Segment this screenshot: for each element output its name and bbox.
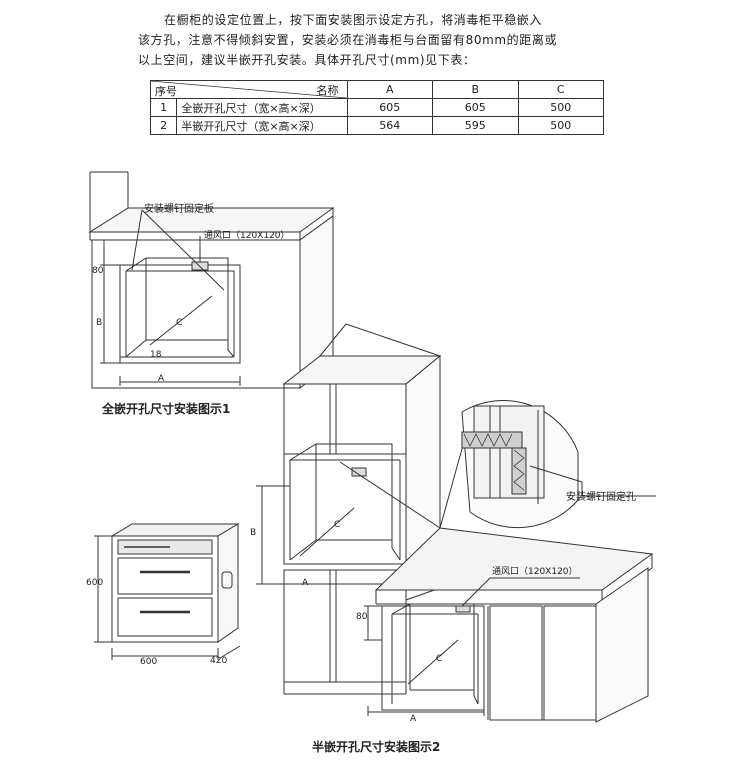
product-disinfection-cabinet (94, 523, 241, 660)
row-name: 半嵌开孔尺寸（宽×高×深） (176, 116, 348, 135)
row-b: 605 (432, 98, 519, 117)
cutout-size-table: 序号 名称 A B C 1 全嵌开孔尺寸（宽×高×深） 605 605 500 … (149, 80, 604, 135)
figure2-cabinets (256, 323, 654, 723)
header-index: 序号 (155, 85, 177, 98)
table-row: 1 全嵌开孔尺寸（宽×高×深） 605 605 500 (149, 98, 604, 117)
intro-text: 在橱柜的设定位置上，按下面安装图示设定方孔，将消毒柜平稳嵌入 该方孔，注意不得倾… (138, 10, 618, 70)
fig2-dim-b: B (250, 528, 257, 538)
fig2-screw-hole-label: 安装螺钉固定孔 (566, 492, 636, 503)
table-header-row: 序号 名称 A B C (150, 80, 604, 99)
row-b: 595 (432, 116, 519, 135)
fig2-dim-a2: A (410, 714, 417, 724)
fig2-dim-a: A (302, 578, 309, 588)
fig2-dim-c: C (334, 520, 341, 530)
fig1-dim-b: B (96, 318, 103, 328)
figure1-cabinet (88, 171, 335, 390)
detail-magnifier (461, 400, 656, 529)
fig1-vent-label: 通风口（120X120） (204, 231, 290, 241)
fig2-dim-c2: C (436, 654, 443, 664)
header-diagonal (151, 81, 347, 98)
table-header-index-name: 序号 名称 (150, 80, 348, 99)
row-c: 500 (517, 116, 604, 135)
fig1-dim-18: 18 (150, 350, 162, 360)
table-row: 2 半嵌开孔尺寸（宽×高×深） 564 595 500 (149, 116, 604, 135)
fig1-dim-80: 80 (92, 266, 104, 276)
intro-line-3: 以上空间，建议半嵌开孔安装。具体开孔尺寸(mm)见下表： (138, 53, 476, 67)
fig1-dim-c: C (176, 318, 183, 328)
intro-line-1: 在橱柜的设定位置上，按下面安装图示设定方孔，将消毒柜平稳嵌入 (164, 13, 543, 27)
fig2-vent-label: 通风口（120X120） (492, 567, 578, 577)
row-index: 2 (149, 116, 178, 135)
fig1-screw-plate-label: 安装螺钉固定板 (144, 204, 214, 215)
fig1-dim-a: A (158, 374, 165, 384)
row-a: 564 (346, 116, 434, 135)
row-c: 500 (517, 98, 604, 117)
fig1-caption: 全嵌开孔尺寸安装图示1 (102, 402, 231, 416)
header-name: 名称 (316, 84, 339, 97)
fig2-caption: 半嵌开孔尺寸安装图示2 (312, 740, 441, 754)
product-dim-height: 600 (86, 578, 104, 588)
intro-line-2: 该方孔，注意不得倾斜安置，安装必须在消毒柜与台面留有80mm的距离或 (138, 33, 558, 47)
product-dim-depth: 420 (210, 656, 228, 666)
product-dim-width: 600 (140, 657, 158, 667)
fig2-dim-80: 80 (356, 612, 368, 622)
